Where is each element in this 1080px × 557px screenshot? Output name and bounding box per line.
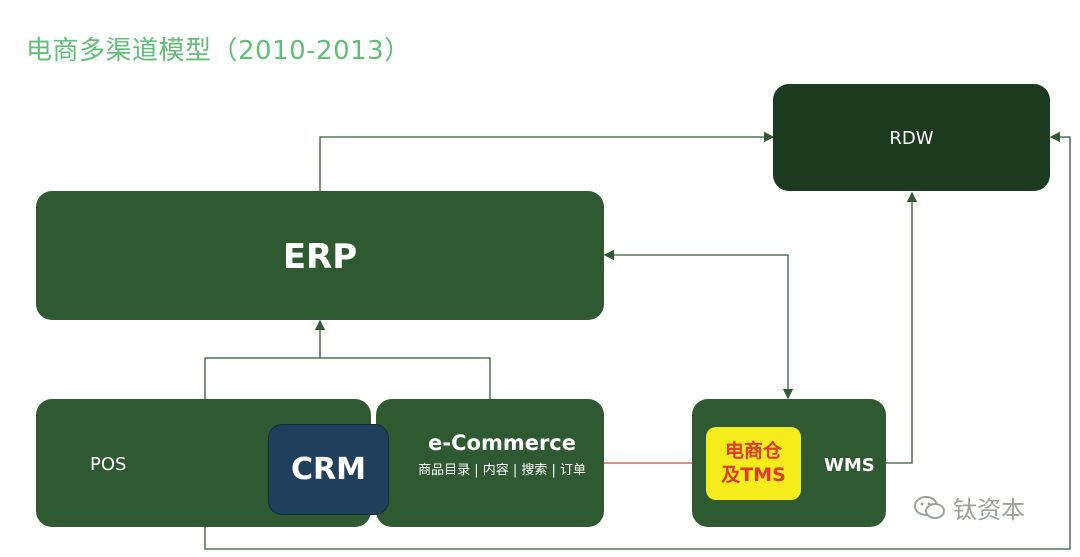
crm-label: CRM	[291, 452, 366, 487]
watermark-text: 钛资本	[953, 496, 1025, 524]
pos-label: POS	[90, 454, 127, 475]
bottom-loop-to-rdw-arrow	[204, 131, 1071, 550]
watermark: 钛资本	[913, 490, 1025, 525]
warehouse-tms-box: 电商仓 及TMS	[706, 427, 801, 500]
erp-to-rdw-arrow	[319, 131, 775, 191]
wms-to-rdw-arrow	[886, 191, 918, 464]
erp-box: ERP	[36, 191, 604, 320]
ecommerce-label: e-Commerce	[428, 431, 576, 455]
wechat-icon	[914, 495, 945, 519]
ecommerce-sublabel: 商品目录 | 内容 | 搜索 | 订单	[418, 463, 586, 478]
erp-label: ERP	[282, 237, 358, 277]
wms-label: WMS	[824, 455, 875, 476]
ecommerce-box: e-Commerce 商品目录 | 内容 | 搜索 | 订单	[376, 399, 604, 527]
rdw-box: RDW	[773, 84, 1050, 191]
crm-box: CRM	[268, 424, 389, 515]
warehouse-label-line2: 及TMS	[721, 464, 786, 486]
rdw-label: RDW	[889, 128, 934, 149]
pos-ecommerce-bracket	[204, 357, 491, 400]
diagram-title: 电商多渠道模型（2010-2013）	[26, 36, 411, 66]
erp-wms-arrow	[603, 249, 794, 400]
warehouse-label-line1: 电商仓	[724, 440, 782, 462]
